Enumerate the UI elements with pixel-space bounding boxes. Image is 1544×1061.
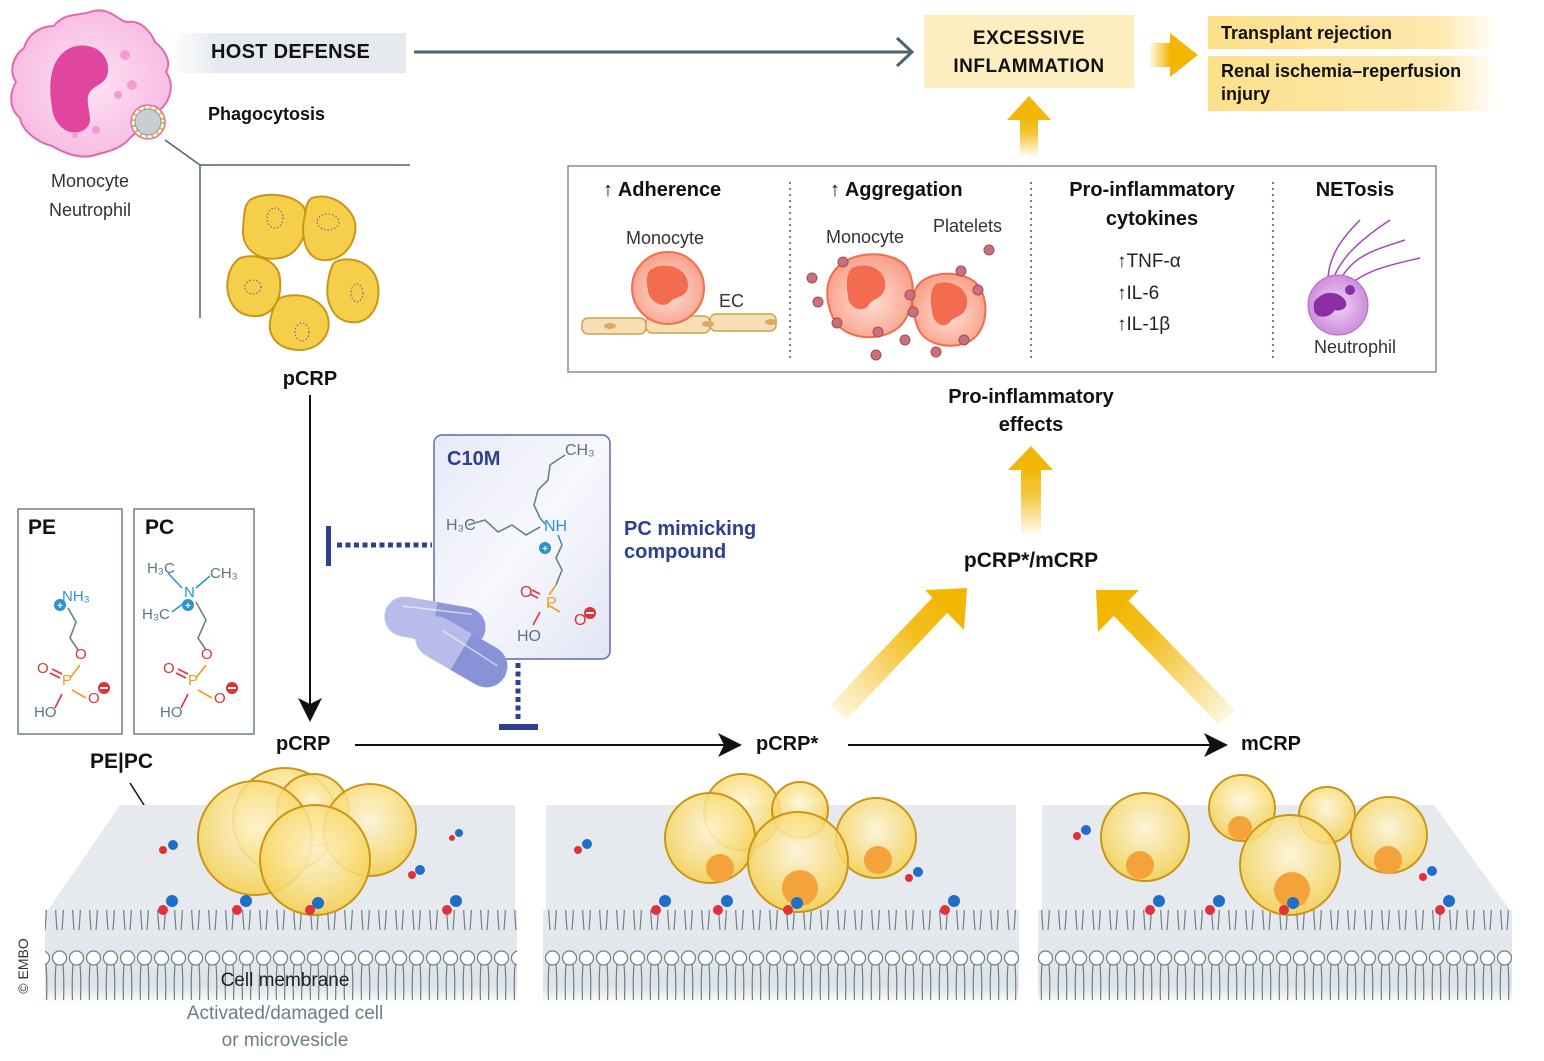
netosis-neutrophil-label: Neutrophil <box>1313 337 1397 357</box>
neutrophil-label: Neutrophil <box>48 200 132 220</box>
c10m-o-double: O <box>520 584 533 601</box>
panel-to-inflammation-arrow <box>1007 96 1051 156</box>
pc-box <box>133 508 255 735</box>
aggregation-title: ↑ Aggregation <box>830 179 963 201</box>
c10m-structure-bonds <box>467 454 566 626</box>
pcrp-star-to-mcrp-arrow <box>830 588 967 720</box>
disease-transplant-rejection: Transplant rejection <box>1221 23 1393 43</box>
pe-o-double: O <box>37 660 49 677</box>
drug-capsules-icon <box>384 596 508 688</box>
monocyte-neutrophil-icon <box>10 9 172 158</box>
c10m-inhibition-left <box>326 526 432 566</box>
mcrp-to-pcrp-star-arrow <box>1096 590 1235 724</box>
pcrp-pentamer-sites <box>244 207 364 342</box>
cytokine-il-1-beta: ↑IL-1β <box>1117 314 1171 335</box>
monocyte-label: Monocyte <box>50 171 130 191</box>
cytokines-title-2: cytokines <box>1105 208 1199 230</box>
pcrp-pentamer-icon <box>226 193 380 352</box>
excessive-inflammation-box <box>924 15 1134 88</box>
svg-text:+: + <box>185 601 191 612</box>
pc-mimicking-label-1: PC mimicking <box>624 518 757 540</box>
pe-nh3: NH₃ <box>62 588 90 605</box>
effects-panel <box>567 165 1437 373</box>
svg-text:+: + <box>57 601 63 612</box>
activated-cell-label-1: Activated/damaged cell <box>186 1003 384 1024</box>
pcrp-star-bound-icon <box>664 773 917 913</box>
host-defense-band <box>170 33 406 73</box>
c10m-box <box>433 434 611 660</box>
disease-renal-ischemia: Renal ischemia–reperfusion <box>1221 61 1462 81</box>
c10m-p: P <box>546 595 557 612</box>
disease-box-transplant <box>1208 16 1498 49</box>
effects-up-arrow <box>1008 446 1053 535</box>
c10m-o-minus: O <box>574 612 587 629</box>
host-defense-arrow <box>414 36 915 68</box>
adherence-title: ↑ Adherence <box>603 179 722 201</box>
pcrp-bound-icon <box>197 767 417 916</box>
pe-p: P <box>62 672 73 689</box>
c10m-ho: HO <box>517 628 541 645</box>
adherent-monocyte-icon <box>631 251 705 325</box>
pe-ho: HO <box>34 704 57 721</box>
c10m-inhibition-down <box>499 663 538 730</box>
pcrp-star-mcrp-label: pCRP*/mCRP <box>963 549 1099 572</box>
endothelium-icon <box>581 313 777 335</box>
pe-o-ester: O <box>75 646 87 663</box>
svg-text:+: + <box>542 544 548 555</box>
c10m-h3c: H₃C <box>446 517 476 534</box>
netosis-title: NETosis <box>1315 179 1395 201</box>
pcrp-pentamer-label: pCRP <box>282 368 338 390</box>
pc-o-double: O <box>163 660 175 677</box>
cytokine-tnf-alpha: ↑TNF-α <box>1117 251 1181 272</box>
phagocytosis-connector <box>164 139 410 318</box>
c10m-ch3-top: CH₃ <box>565 442 595 459</box>
pc-ho: HO <box>160 704 183 721</box>
pc-o-minus: O <box>214 690 226 707</box>
cytokine-il-6: ↑IL-6 <box>1117 283 1160 304</box>
pc-n: N <box>184 584 195 601</box>
inflammation-label: INFLAMMATION <box>953 56 1105 77</box>
stage-pcrp-star-label: pCRP* <box>756 733 819 755</box>
ec-label: EC <box>719 291 745 311</box>
pe-box <box>17 508 123 735</box>
pc-o-ester: O <box>201 646 213 663</box>
pc-mimicking-label-2: compound <box>624 541 727 563</box>
disease-box-renal <box>1208 56 1498 111</box>
pe-o-minus: O <box>88 690 100 707</box>
stage-mcrp-label: mCRP <box>1241 733 1302 755</box>
aggregation-monocyte-label: Monocyte <box>826 227 905 247</box>
cell-membrane-label: Cell membrane <box>220 970 350 991</box>
host-defense-label: HOST DEFENSE <box>211 41 371 63</box>
activated-cell-label-2: or microvesicle <box>221 1030 349 1051</box>
platelets-label: Platelets <box>933 216 1003 236</box>
mcrp-bound-icon <box>1100 774 1428 916</box>
disease-renal-injury: injury <box>1221 84 1271 104</box>
pc-structure-bonds <box>167 572 213 709</box>
c10m-nh: NH <box>544 518 568 535</box>
cytokines-title-1: Pro-inflammatory <box>1069 179 1235 201</box>
excessive-label: EXCESSIVE <box>972 28 1086 49</box>
stage-pcrp-label: pCRP <box>276 733 331 755</box>
pc-title: PC <box>145 516 175 539</box>
pc-ch3: CH₃ <box>210 565 238 582</box>
pc-p: P <box>188 672 199 689</box>
phagocytosis-label: Phagocytosis <box>208 104 326 124</box>
aggregating-monocytes-icon <box>826 253 987 347</box>
adherence-monocyte-label: Monocyte <box>626 228 705 248</box>
pe-pc-label: PE|PC <box>90 750 154 773</box>
pro-inflammatory-effects-line-2: effects <box>998 414 1064 436</box>
platelets-icon <box>806 244 995 361</box>
outcome-arrow <box>1150 33 1198 77</box>
lipid-head-markers <box>158 825 1455 915</box>
pe-title: PE <box>28 516 57 539</box>
pe-structure-bonds <box>49 607 87 709</box>
c10m-title: C10M <box>447 448 501 470</box>
copyright-label: © EMBO <box>15 938 31 994</box>
netosis-neutrophil-icon <box>1307 219 1421 336</box>
pc-h3c-top: H₃C <box>147 560 175 577</box>
charge-symbols: + + + <box>54 542 596 694</box>
pc-h3c-bottom: H₃C <box>142 606 170 623</box>
pro-inflammatory-effects-line-1: Pro-inflammatory <box>948 386 1114 408</box>
